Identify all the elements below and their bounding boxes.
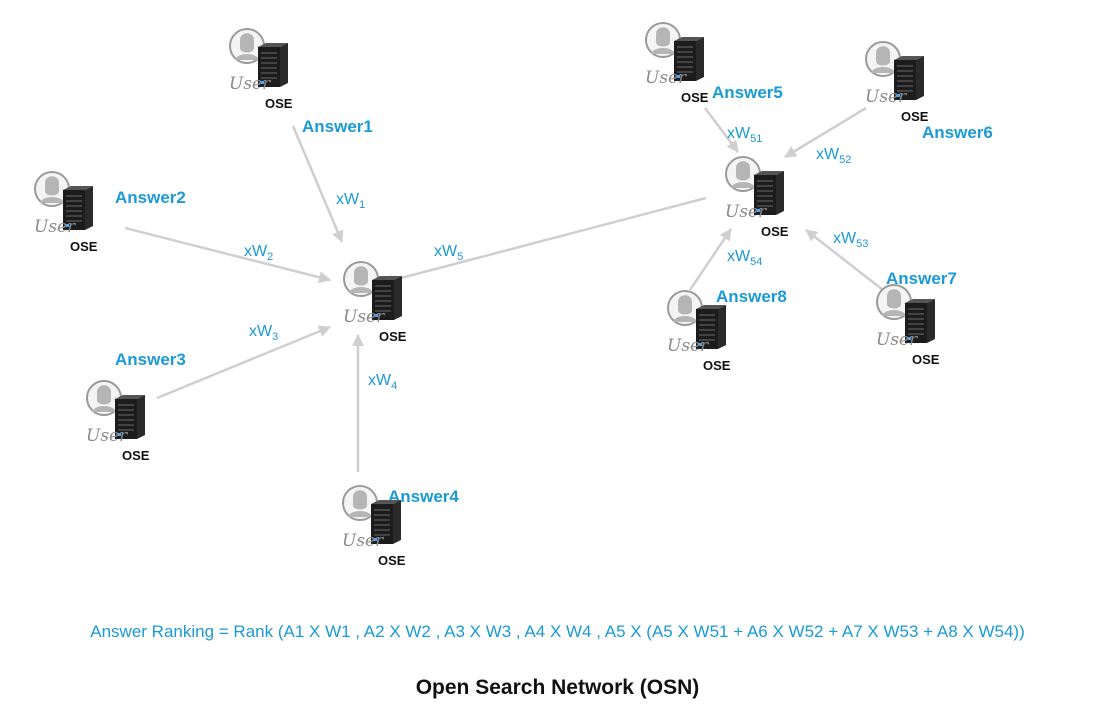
weight-label-51: xW51 <box>727 125 762 145</box>
answer-label-7: Answer7 <box>886 269 957 288</box>
node-answer6: User OSE <box>865 41 929 124</box>
answer-label-5: Answer5 <box>712 83 783 102</box>
node-answer2: User OSE <box>34 171 98 254</box>
node-user-label: User <box>725 202 767 222</box>
weight-label-4: xW4 <box>368 372 397 392</box>
answer-label-4: Answer4 <box>388 487 459 506</box>
node-user-label: User <box>876 330 918 350</box>
node-answer1: User OSE <box>229 28 293 111</box>
answer-label-8: Answer8 <box>716 287 787 306</box>
answer-ranking-formula: Answer Ranking = Rank (A1 X W1 , A2 X W2… <box>90 622 1025 641</box>
edges <box>124 106 884 472</box>
edge-answer8 <box>688 228 733 291</box>
answer-label-1: Answer1 <box>302 117 373 136</box>
weight-label-54: xW54 <box>727 248 762 268</box>
weight-label-2: xW2 <box>244 243 273 263</box>
node-answer7: User OSE <box>876 284 940 367</box>
node-server-label: OSE <box>681 90 709 105</box>
edge-answer7 <box>805 229 884 291</box>
answer-label-2: Answer2 <box>115 188 186 207</box>
node-user-label: User <box>342 531 384 551</box>
weight-label-5: xW5 <box>434 243 463 263</box>
node-user-label: User <box>667 336 709 356</box>
weight-label-3: xW3 <box>249 323 278 343</box>
edge-answer2 <box>124 226 331 284</box>
node-center: User OSE <box>343 261 407 344</box>
weight-label-53: xW53 <box>833 230 868 250</box>
node-hub5: User OSE <box>725 156 789 239</box>
node-answer5: User OSE <box>645 22 709 105</box>
node-user-label: User <box>865 87 907 107</box>
answer-labels: Answer1 Answer2 Answer3 Answer4 Answer5 … <box>115 83 993 506</box>
node-server-label: OSE <box>703 358 731 373</box>
node-server-label: OSE <box>912 352 940 367</box>
node-answer4: User OSE <box>342 485 406 568</box>
answer-label-3: Answer3 <box>115 350 186 369</box>
edge-answer3 <box>156 325 331 400</box>
edge-answer1 <box>291 125 344 243</box>
node-server-label: OSE <box>70 239 98 254</box>
weight-labels: xW1 xW2 xW3 xW4 xW5 xW51 xW52 xW53 xW54 <box>244 125 868 392</box>
weight-label-1: xW1 <box>336 191 365 211</box>
node-server-label: OSE <box>122 448 150 463</box>
node-answer8: User OSE <box>667 290 731 373</box>
node-server-label: OSE <box>378 553 406 568</box>
diagram-caption: Open Search Network (OSN) <box>415 676 700 699</box>
node-user-label: User <box>229 74 271 94</box>
node-server-label: OSE <box>901 109 929 124</box>
node-user-label: User <box>86 426 128 446</box>
node-user-label: User <box>34 217 76 237</box>
weight-label-52: xW52 <box>816 146 851 166</box>
node-user-label: User <box>343 307 385 327</box>
edge-answer5 <box>704 107 739 153</box>
node-server-label: OSE <box>379 329 407 344</box>
edge-answer6 <box>784 106 867 159</box>
answer-label-6: Answer6 <box>922 123 993 142</box>
edge-answer5-hub <box>381 196 707 287</box>
node-user-label: User <box>645 68 687 88</box>
node-server-label: OSE <box>265 96 293 111</box>
node-server-label: OSE <box>761 224 789 239</box>
node-answer3: User OSE <box>86 380 150 463</box>
